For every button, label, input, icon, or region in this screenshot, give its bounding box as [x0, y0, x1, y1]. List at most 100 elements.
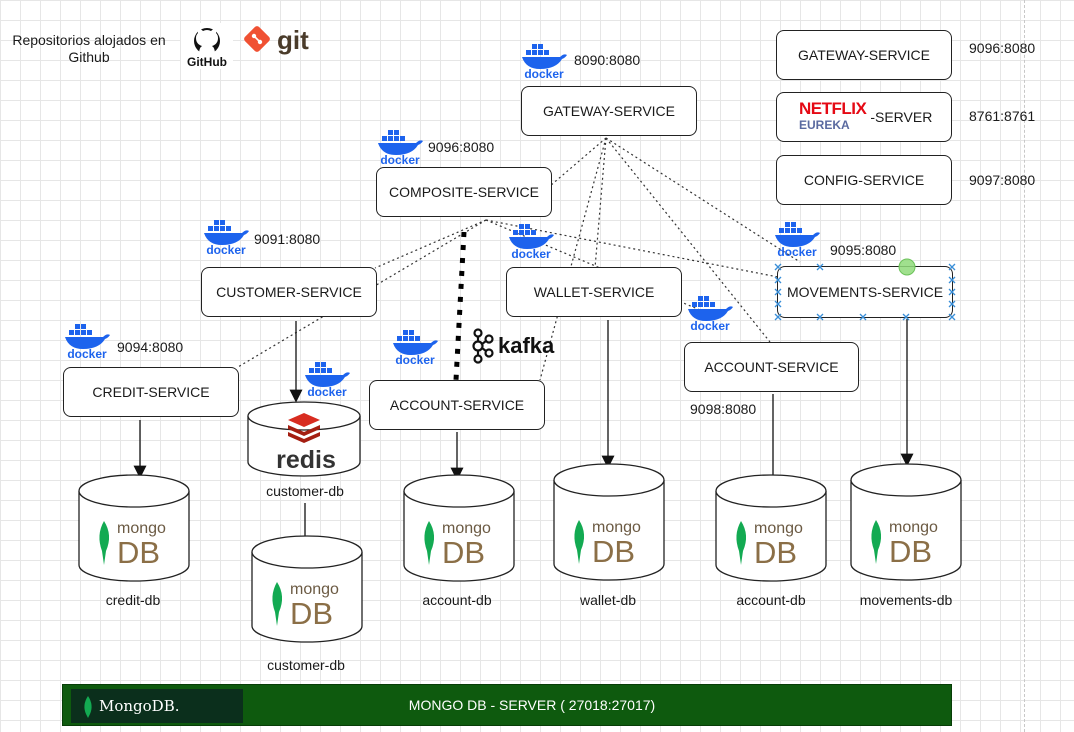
legend-config-port: 9097:8080	[969, 172, 1036, 188]
docker-wordmark: docker	[690, 319, 730, 332]
docker-icon: docker	[204, 220, 249, 257]
netflix-wordmark: NETFLIX	[799, 99, 867, 118]
git-icon: git	[244, 25, 309, 55]
credit-db-label: credit-db	[105, 592, 161, 608]
movements-service-node[interactable]: MOVEMENTS-SERVICE	[777, 266, 953, 318]
wallet-service-label: WALLET-SERVICE	[533, 284, 655, 300]
credit-port: 9094:8080	[117, 339, 184, 355]
legend-eureka-box[interactable]: NETFLIX EUREKA -SERVER	[776, 92, 952, 142]
gateway-service-label: GATEWAY-SERVICE	[543, 103, 675, 119]
mongodb-wordmark: MongoDB.	[99, 697, 180, 715]
customer-port: 9091:8080	[254, 231, 321, 247]
docker-wordmark: docker	[395, 353, 435, 366]
db-wordmark: DB	[117, 535, 160, 570]
legend-eureka-label: -SERVER	[870, 109, 933, 125]
mongo-wordmark: mongo	[117, 520, 166, 537]
movements-port: 9095:8080	[830, 242, 897, 258]
account-service-right-label: ACCOUNT-SERVICE	[704, 359, 839, 375]
docker-logo-composite: docker	[376, 124, 426, 171]
docker-icon: docker	[688, 296, 733, 333]
git-logo: git	[241, 23, 315, 59]
credit-service-node[interactable]: CREDIT-SERVICE	[63, 367, 239, 417]
mongo-cylinder: mongo DB	[553, 463, 665, 581]
page-divider-line	[1024, 0, 1025, 732]
redis-wordmark: redis	[276, 446, 336, 474]
credit-db-node[interactable]: mongo DB	[77, 473, 191, 588]
selection-handles	[774, 258, 956, 321]
docker-icon: docker	[65, 324, 110, 361]
wallet-db-node[interactable]: mongo DB	[552, 462, 666, 587]
docker-icon: docker	[393, 330, 438, 367]
kafka-wordmark: kafka	[498, 333, 555, 358]
github-wordmark: GitHub	[187, 55, 227, 69]
db-wordmark: DB	[592, 534, 635, 569]
account-service-center-node[interactable]: ACCOUNT-SERVICE	[369, 380, 545, 430]
docker-wordmark: docker	[777, 245, 817, 258]
mongo-cylinder: mongo DB	[715, 474, 827, 582]
mongo-leaf-icon	[424, 521, 435, 565]
mongodb-logo: MongoDB.	[71, 689, 243, 723]
movements-db-label: movements-db	[859, 592, 953, 608]
mongo-cylinder: mongo DB	[403, 474, 515, 582]
eureka-wordmark: EUREKA	[799, 118, 850, 132]
docker-icon: docker	[378, 130, 423, 167]
movements-service-label: MOVEMENTS-SERVICE	[786, 284, 944, 300]
mongo-leaf-icon	[272, 582, 283, 626]
mongo-cylinder: mongo DB	[78, 474, 190, 582]
github-icon: GitHub	[187, 28, 227, 69]
composite-service-node[interactable]: COMPOSITE-SERVICE	[376, 167, 552, 217]
customer-cache-db-label: customer-db	[266, 483, 344, 499]
customer-service-label: CUSTOMER-SERVICE	[216, 284, 362, 300]
mongo-server-title: MONGO DB - SERVER ( 27018:27017)	[408, 697, 656, 713]
customer-service-node[interactable]: CUSTOMER-SERVICE	[201, 267, 377, 317]
db-wordmark: DB	[290, 596, 333, 631]
docker-wordmark: docker	[67, 347, 107, 360]
docker-logo-account-right: docker	[686, 290, 736, 337]
mongo-wordmark: mongo	[442, 520, 491, 537]
rotate-handle[interactable]	[898, 258, 916, 276]
github-logo: GitHub	[181, 23, 233, 69]
account-service-right-node[interactable]: ACCOUNT-SERVICE	[684, 342, 859, 392]
repo-caption: Repositorios alojados en Github	[5, 32, 173, 66]
mongo-db-server-bar[interactable]: MONGO DB - SERVER ( 27018:27017) MongoDB…	[62, 684, 952, 726]
kafka-logo: kafka	[468, 325, 558, 370]
mongo-wordmark: mongo	[290, 581, 339, 598]
selection-handle-tl	[774, 263, 782, 271]
movements-db-node[interactable]: mongo DB	[849, 462, 963, 587]
docker-logo-gateway: docker	[520, 38, 570, 85]
gateway-port: 8090:8080	[574, 52, 641, 68]
redis-cache-node[interactable]: redis	[246, 400, 362, 485]
link-gateway-account-center	[539, 137, 607, 381]
link-gateway-movements	[605, 137, 801, 263]
docker-icon: docker	[522, 44, 567, 81]
db-wordmark: DB	[889, 534, 932, 569]
mongo-wordmark: mongo	[592, 519, 641, 536]
docker-wordmark: docker	[380, 153, 420, 166]
customer-db-label: customer-db	[267, 657, 345, 673]
docker-logo-wallet: docker	[507, 218, 557, 265]
link-gateway-composite	[549, 137, 607, 187]
link-gateway-account-right	[605, 137, 771, 343]
git-wordmark: git	[277, 25, 309, 55]
mongo-leaf-icon	[871, 520, 882, 564]
account-db-right-node[interactable]: mongo DB	[714, 473, 828, 588]
docker-logo-redis: docker	[303, 356, 353, 403]
link-composite-account-right	[485, 219, 701, 311]
gateway-service-node[interactable]: GATEWAY-SERVICE	[521, 86, 697, 136]
link-composite-credit	[237, 219, 487, 368]
legend-config-box[interactable]: CONFIG-SERVICE	[776, 155, 952, 205]
redis-icon	[288, 413, 320, 443]
account-right-port: 9098:8080	[690, 401, 757, 417]
account-db-center-node[interactable]: mongo DB	[402, 473, 516, 588]
mongo-leaf-icon	[84, 696, 92, 718]
link-gateway-wallet	[594, 137, 607, 269]
mongo-wordmark: mongo	[754, 520, 803, 537]
db-wordmark: DB	[754, 535, 797, 570]
legend-gateway-box[interactable]: GATEWAY-SERVICE	[776, 30, 952, 80]
docker-logo-movements: docker	[773, 216, 823, 263]
account-db-center-label: account-db	[422, 592, 492, 608]
account-service-center-label: ACCOUNT-SERVICE	[389, 397, 525, 413]
customer-db-node[interactable]: mongo DB	[250, 532, 364, 651]
credit-service-label: CREDIT-SERVICE	[92, 384, 210, 400]
wallet-service-node[interactable]: WALLET-SERVICE	[506, 267, 682, 317]
